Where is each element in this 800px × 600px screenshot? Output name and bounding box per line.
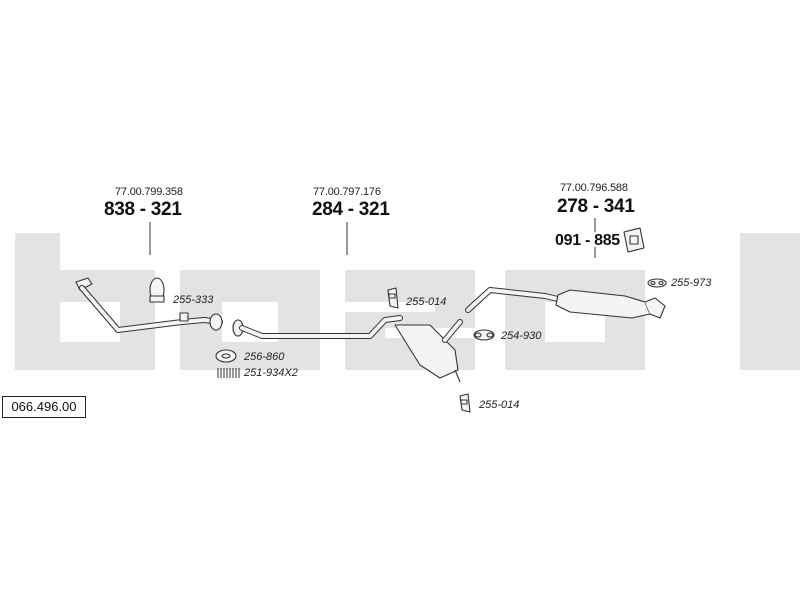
- rubber-255-973: [647, 278, 667, 288]
- oe-ref-1: 77.00.799.358: [115, 186, 183, 198]
- gasket-256-860: [215, 349, 237, 363]
- part-label-255-014-b: 255-014: [479, 399, 520, 411]
- mount-091-885: [623, 227, 645, 253]
- centre-silencer: [394, 319, 463, 383]
- part-label-256-860: 256-860: [244, 351, 285, 363]
- mount-255-333: [149, 277, 165, 303]
- rear-silencer: [465, 287, 666, 319]
- oe-ref-3: 77.00.796.588: [560, 182, 628, 194]
- part-number-1: 838 - 321: [104, 199, 182, 220]
- part-label-255-014-a: 255-014: [406, 296, 447, 308]
- part-label-255-973: 255-973: [671, 277, 712, 289]
- oe-ref-2: 77.00.797.176: [313, 186, 381, 198]
- spring-251-934: [217, 368, 240, 378]
- front-pipe: [75, 277, 223, 333]
- part-label-251-934: 251-934X2: [244, 367, 298, 379]
- sub-part-number: 091 - 885: [555, 232, 620, 249]
- part-number-2: 284 - 321: [312, 199, 390, 220]
- leader-lines: [149, 218, 596, 258]
- document-number: 066.496.00: [2, 396, 86, 418]
- part-number-3: 278 - 341: [557, 196, 635, 217]
- intermediate-pipe: [232, 315, 403, 339]
- clamp-254-930: [473, 329, 495, 341]
- part-label-254-930: 254-930: [501, 330, 542, 342]
- part-label-255-333: 255-333: [173, 294, 214, 306]
- bracket-255-014-a: [387, 287, 399, 309]
- bracket-255-014-b: [459, 393, 471, 413]
